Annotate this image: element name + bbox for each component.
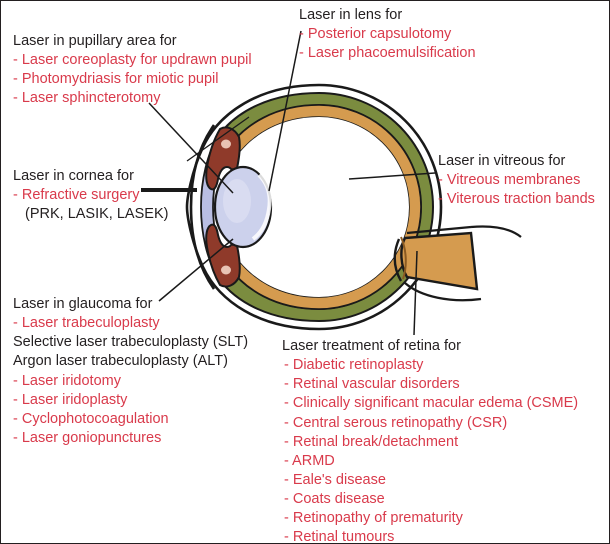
label-pupillary-item-3: - Laser sphincterotomy [13,90,161,107]
label-glaucoma-item-1: - Laser trabeculoplasty [13,315,160,332]
label-retina-item-9: - Retinopathy of prematurity [284,510,463,527]
label-glaucoma-plain-1: Selective laser trabeculoplasty (SLT) [13,334,249,351]
leader-pupillary-2 [186,116,250,162]
label-vitreous-item-2: - Viterous traction bands [438,191,595,208]
label-retina-item-2: - Retinal vascular disorders [284,376,460,393]
vitreous-cavity [237,117,409,297]
label-glaucoma: Laser in glaucoma for - Laser trabeculop… [13,295,248,448]
label-cornea-heading: Laser in cornea for [13,168,134,184]
label-cornea-item-1: - Refractive surgery [13,187,140,204]
label-retina-item-1: - Diabetic retinoplasty [284,357,424,374]
label-glaucoma-item-2: - Laser iridotomy [13,372,121,389]
label-retina-item-7: - Eale's disease [284,471,386,488]
label-glaucoma-item-3: - Laser iridoplasty [13,391,128,408]
label-retina-item-6: - ARMD [284,452,335,469]
label-retina-heading: Laser treatment of retina for [282,338,461,354]
label-cornea: Laser in cornea for - Refractive surgery… [13,167,168,224]
label-pupillary: Laser in pupillary area for - Laser core… [13,32,252,109]
label-vitreous: Laser in vitreous for - Vitreous membran… [438,152,595,209]
label-glaucoma-heading: Laser in glaucoma for [13,296,153,312]
leader-lines [141,30,436,336]
leader-vitreous [348,172,436,180]
label-retina-item-8: - Coats disease [284,491,385,507]
label-cornea-sub: (PRK, LASIK, LASEK) [25,206,169,223]
label-glaucoma-item-5: - Laser goniopunctures [13,429,162,446]
label-retina-item-3: - Clinically significant macular edema (… [284,395,579,412]
label-pupillary-item-1: - Laser coreoplasty for updrawn pupil [13,52,252,69]
label-retina-item-4: - Central serous retinopathy (CSR) [284,414,508,431]
label-retina-item-10: - Retinal tumours [284,529,395,544]
label-pupillary-item-2: - Photomydriasis for miotic pupil [13,71,219,88]
iris [205,126,241,288]
leader-retina [413,250,418,336]
leader-lens [268,30,302,192]
label-lens: Laser in lens for - Posterior capsulotom… [299,6,476,63]
label-glaucoma-item-4: - Cyclophotocoagulation [13,410,169,427]
label-pupillary-heading: Laser in pupillary area for [13,33,177,49]
label-vitreous-item-1: - Vitreous membranes [438,172,581,189]
label-vitreous-heading: Laser in vitreous for [438,153,566,169]
label-retina: Laser treatment of retina for - Diabetic… [282,337,579,544]
lens [213,165,273,249]
leader-glaucoma [158,238,234,302]
label-glaucoma-plain-2: Argon laser trabeculoplasty (ALT) [13,353,228,370]
label-lens-heading: Laser in lens for [299,7,403,23]
label-lens-item-2: - Laser phacoemulsification [299,45,476,62]
label-retina-item-5: - Retinal break/detachment [284,433,459,450]
leader-pupillary-1 [148,102,234,194]
label-lens-item-1: - Posterior capsulotomy [299,26,452,43]
optic-nerve [393,225,522,302]
